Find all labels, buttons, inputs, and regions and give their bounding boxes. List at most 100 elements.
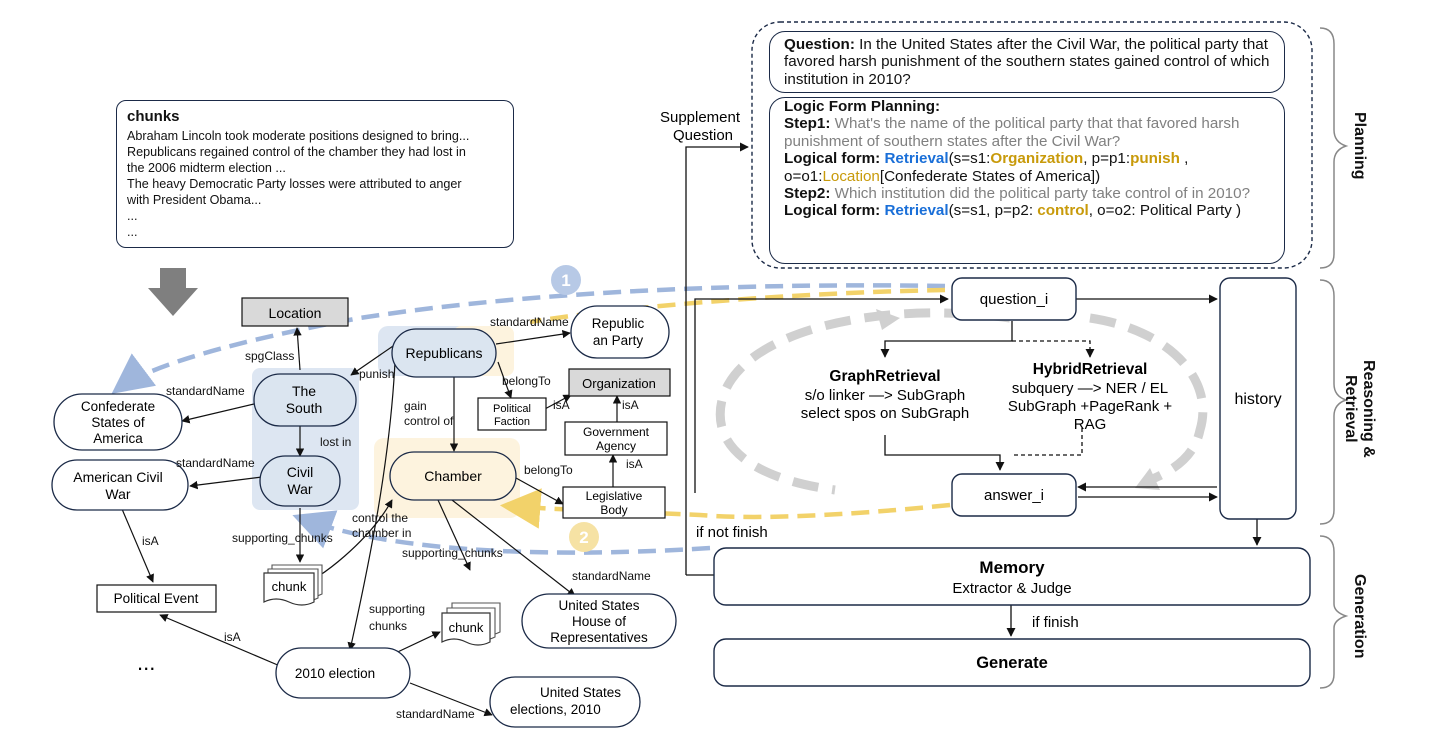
edge-label-gain-control-2: control of: [404, 414, 454, 428]
edge-label-supporting-chunks-1: supporting_chunks: [232, 531, 333, 545]
node-us-house-line2: House of: [572, 614, 626, 629]
logical-form-1-organization: Organization: [990, 150, 1084, 168]
node-government-agency: [564, 421, 668, 456]
stage-label-reasoning: Reasoning & Retrieval: [1342, 360, 1377, 458]
edge-label-belongto-faction: belongTo: [502, 374, 551, 388]
chunk-line: Abraham Lincoln took moderate positions …: [127, 129, 470, 143]
node-government-agency-line1: Government: [583, 425, 650, 439]
chunks-box: chunks Abraham Lincoln took moderate pos…: [116, 100, 514, 248]
generate-label: Generate: [976, 654, 1048, 672]
node-political-event-label: Political Event: [114, 591, 199, 606]
edge-chamber-chunk: [437, 499, 471, 571]
edge-chamber-legislative: [515, 477, 564, 505]
planning-container: [751, 21, 1313, 269]
node-confederate-line2: States of: [91, 415, 145, 430]
node-confederate: [53, 393, 183, 451]
node-american-civil-war-line2: War: [105, 486, 130, 502]
question-i-label: question_i: [980, 291, 1048, 308]
node-political-faction-line1: Political: [493, 403, 531, 415]
supplement-question-line2: Question: [673, 127, 733, 144]
node-location-label: Location: [269, 305, 322, 321]
edge-label-supporting-chunks-2: supporting_chunks: [402, 546, 503, 560]
node-political-faction: [477, 397, 547, 431]
logical-form-1-label: Logical form:: [784, 150, 881, 168]
history-box: [1219, 277, 1297, 520]
loop-1-top-dash: [111, 283, 946, 394]
bracket-reasoning: [1319, 279, 1349, 525]
hybrid-retrieval-line3: RAG: [1074, 416, 1107, 433]
node-2010-election-label: 2010 election: [295, 666, 375, 681]
bracket-planning: [1319, 27, 1349, 269]
hybrid-retrieval-line1: subquery —> NER / EL: [1012, 380, 1168, 397]
down-arrow-icon: [148, 268, 198, 316]
graph-retrieval-line2: select spos on SubGraph: [801, 405, 969, 422]
step-1-number: 1: [561, 271, 570, 290]
generate-box: [713, 638, 1311, 687]
supplement-question-line1: Supplement: [660, 109, 741, 126]
cycle-right-dash: [1089, 313, 1208, 485]
logical-form-2-part-a: (s=s1, p=p2:: [948, 202, 1038, 220]
question-i-box: [951, 277, 1077, 321]
node-legislative-body: [562, 486, 666, 519]
edge-label-standardname-american: standardName: [176, 456, 255, 470]
node-legislative-body-line1: Legislative: [586, 489, 643, 503]
node-republican-party-line2: an Party: [593, 333, 644, 348]
edge-label-spgclass: spgClass: [245, 349, 294, 363]
question-panel: Question: In the United States after the…: [769, 31, 1285, 93]
history-label: history: [1234, 391, 1281, 408]
cycle-arrow-top-icon: [876, 309, 900, 330]
cycle-arrow-bottom-icon: [1135, 468, 1160, 490]
node-civil-war-line2: War: [287, 481, 312, 497]
node-us-elections-line2: elections, 2010: [510, 702, 601, 717]
logic-form-panel: Logic Form Planning: Step1: What's the n…: [769, 97, 1285, 264]
edge-label-control-chamber-2: chamber in: [352, 526, 411, 540]
edge-label-isa-election: isA: [224, 630, 241, 644]
node-political-faction-line2: Faction: [494, 416, 530, 428]
edge-label-supporting-chunks-3a: supporting: [369, 602, 425, 616]
logical-form-1-retrieval: Retrieval: [884, 150, 949, 168]
chunk-line: Republicans regained control of the cham…: [127, 145, 466, 159]
edge-republicans-election: [347, 361, 396, 651]
node-government-agency-line2: Agency: [596, 439, 636, 453]
hybrid-retrieval-line2: SubGraph +PageRank +: [1008, 398, 1173, 415]
graph-retrieval-line1: s/o linker —> SubGraph: [805, 387, 966, 404]
node-confederate-line1: Confederate: [81, 399, 155, 414]
edge-label-belongto-legislative: belongTo: [524, 463, 573, 477]
node-chunk-a: [263, 564, 323, 606]
edge-south-location: [293, 327, 302, 371]
edge-label-standardname-house: standardName: [572, 569, 651, 583]
edge-chamber-house: [451, 499, 576, 597]
node-republicans-label: Republicans: [405, 345, 482, 361]
edge-hybridretrieval-answer: [1012, 428, 1083, 456]
bracket-generation: [1319, 535, 1349, 689]
memory-subtitle: Extractor & Judge: [952, 580, 1071, 597]
edge-label-standardname-elections: standardName: [396, 707, 475, 721]
step-2-number: 2: [579, 528, 588, 547]
node-organization: [568, 368, 671, 397]
edge-question-graphretrieval: [880, 321, 1013, 358]
edge-label-punish: punish: [359, 367, 394, 381]
node-legislative-body-line2: Body: [600, 503, 627, 517]
edge-republicans-south: [350, 343, 397, 376]
graph-retrieval-title: GraphRetrieval: [829, 368, 940, 385]
edge-supplement-question: [685, 142, 749, 575]
node-civil-war-line1: Civil: [287, 464, 313, 480]
node-civil-war: [259, 455, 341, 507]
step1-label: Step1:: [784, 115, 831, 133]
logical-form-2-label: Logical form:: [784, 202, 881, 220]
chunk-line: The heavy Democratic Party losses were a…: [127, 177, 462, 191]
node-american-civil-war: [51, 459, 189, 511]
logical-form-2-retrieval: Retrieval: [884, 202, 949, 220]
if-not-finish-label: if not finish: [696, 524, 768, 541]
edge-label-isa-american: isA: [142, 534, 159, 548]
node-confederate-line3: America: [93, 431, 143, 446]
if-finish-label: if finish: [1032, 614, 1079, 631]
answer-i-label: answer_i: [984, 487, 1044, 504]
logical-form-1-part-b: , p=p1:: [1083, 150, 1131, 168]
node-us-house: [521, 593, 677, 649]
chunk-line: the 2006 midterm election ...: [127, 161, 286, 175]
edge-republicans-faction: [497, 361, 513, 399]
edge-label-standardname-party: standardName: [490, 315, 569, 329]
edge-faction-organization: [542, 394, 572, 411]
